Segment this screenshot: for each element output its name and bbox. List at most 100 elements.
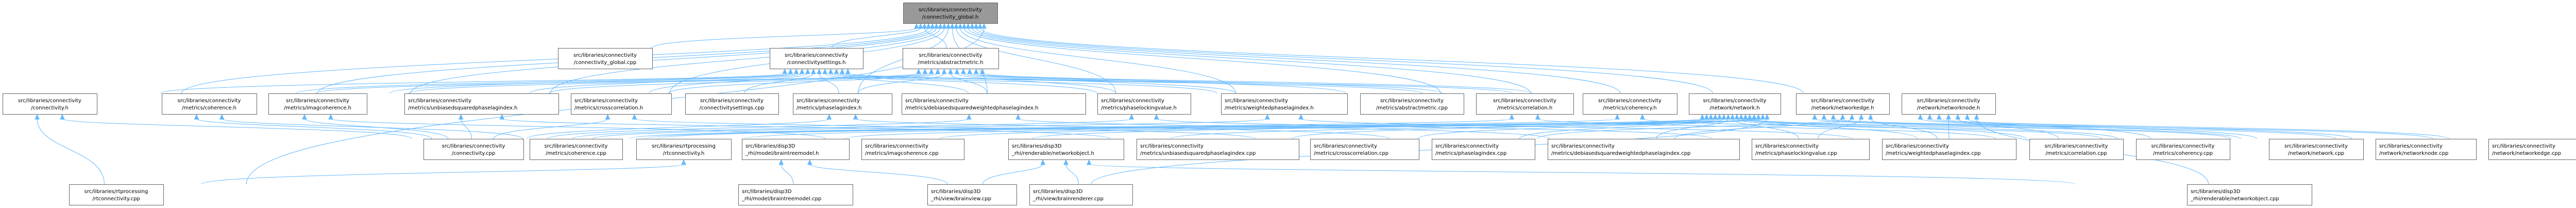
edge-coherency-h-to-global-h bbox=[968, 27, 1531, 94]
graph-node-networknode-h[interactable]: src/libraries/connectivity/network/netwo… bbox=[1902, 93, 1996, 115]
node-label-line: src/libraries/rtprocessing bbox=[84, 189, 148, 195]
arrowhead-icon bbox=[1974, 114, 1979, 120]
arrowhead-icon bbox=[458, 114, 464, 120]
graph-node-coherency-h[interactable]: src/libraries/connectivity/metrics/coher… bbox=[1583, 93, 1677, 115]
edge-connectivity-h-to-global-h bbox=[181, 27, 929, 94]
node-box bbox=[1360, 93, 1464, 115]
arrowhead-icon bbox=[973, 68, 979, 74]
arrowhead-icon bbox=[1840, 114, 1845, 120]
arrowhead-icon bbox=[1927, 114, 1933, 120]
node-box bbox=[2029, 139, 2124, 160]
graph-node-plv-cpp[interactable]: src/libraries/connectivity/metrics/phase… bbox=[1752, 139, 1870, 160]
edge-networkedge-cpp-to-networknode-h bbox=[1939, 118, 2449, 139]
arrowhead-icon bbox=[1615, 114, 1620, 120]
graph-node-crosscorrelation-h[interactable]: src/libraries/connectivity/metrics/cross… bbox=[571, 93, 672, 115]
graph-node-pli-h[interactable]: src/libraries/connectivity/metrics/phase… bbox=[793, 93, 892, 115]
arrowhead-icon bbox=[930, 23, 935, 29]
graph-node-networkobject-cpp[interactable]: src/libraries/disp3D_rhi/renderable/netw… bbox=[2187, 184, 2312, 205]
node-label-line: src/libraries/connectivity bbox=[1811, 98, 1874, 104]
arrowhead-icon bbox=[980, 68, 985, 74]
node-label-line: /connectivitysettings.cpp bbox=[700, 105, 765, 111]
graph-node-braintreemodel-h[interactable]: src/libraries/disp3D_rhi/model/braintree… bbox=[742, 139, 850, 160]
arrowhead-icon bbox=[1765, 114, 1770, 120]
arrowhead-icon bbox=[954, 23, 959, 29]
edge-pli-h-to-settings-h bbox=[819, 73, 839, 94]
graph-node-dswpli-h[interactable]: src/libraries/connectivity/metrics/debia… bbox=[902, 93, 1086, 115]
graph-node-abstractmetric-h[interactable]: src/libraries/connectivity/metrics/abstr… bbox=[903, 48, 999, 69]
edge-coherence-cpp-to-coherence-h bbox=[222, 118, 523, 139]
arrowhead-icon bbox=[950, 23, 955, 29]
graph-node-networkobject-h[interactable]: src/libraries/disp3D_rhi/renderable/netw… bbox=[1008, 139, 1124, 160]
graph-node-wpli-cpp[interactable]: src/libraries/connectivity/metrics/weigh… bbox=[1882, 139, 2016, 160]
graph-node-settings-cpp[interactable]: src/libraries/connectivity/connectivitys… bbox=[685, 93, 779, 115]
node-label-line: /metrics/crosscorrelation.cpp bbox=[1314, 151, 1388, 156]
node-box bbox=[902, 93, 1086, 115]
node-label-line: src/libraries/connectivity bbox=[1140, 143, 1204, 149]
graph-node-networknode-cpp[interactable]: src/libraries/connectivity/network/netwo… bbox=[2376, 139, 2477, 160]
graph-node-crosscorrelation-cpp[interactable]: src/libraries/connectivity/metrics/cross… bbox=[1310, 139, 1419, 160]
graph-node-wpli-h[interactable]: src/libraries/connectivity/metrics/weigh… bbox=[1221, 93, 1348, 115]
edge-connectivity-h-to-settings-h bbox=[160, 73, 785, 94]
graph-node-plv-h[interactable]: src/libraries/connectivity/metrics/phase… bbox=[1097, 93, 1191, 115]
graph-node-rtconnectivity-cpp[interactable]: src/libraries/rtprocessing/rtconnectivit… bbox=[69, 184, 164, 205]
edge-settings-h-to-global-h bbox=[832, 27, 921, 49]
node-box bbox=[558, 48, 653, 69]
arrowhead-icon bbox=[853, 114, 858, 120]
edge-connectivity-cpp-to-crosscorrelation-h bbox=[493, 118, 608, 139]
edge-pli-h-to-abstractmetric-h bbox=[857, 73, 945, 94]
graph-node-imagcoherence-h[interactable]: src/libraries/connectivity/metrics/imagc… bbox=[268, 93, 367, 115]
node-label-line: src/libraries/disp3D bbox=[742, 189, 792, 195]
graph-node-coherency-cpp[interactable]: src/libraries/connectivity/metrics/coher… bbox=[2136, 139, 2230, 160]
arrowhead-icon bbox=[1734, 114, 1739, 120]
node-label-line: src/libraries/connectivity bbox=[919, 53, 982, 58]
graph-node-dswpli-cpp[interactable]: src/libraries/connectivity/metrics/debia… bbox=[1548, 139, 1740, 160]
arrowhead-icon bbox=[935, 68, 940, 74]
edge-network-h-to-global-h bbox=[972, 27, 1621, 94]
graph-node-global-cpp[interactable]: src/libraries/connectivity/connectivity_… bbox=[558, 48, 653, 69]
arrowhead-icon bbox=[1730, 114, 1735, 120]
graph-node-connectivity-cpp[interactable]: src/libraries/connectivity/connectivity.… bbox=[423, 139, 524, 160]
graph-node-abstractmetric-cpp[interactable]: src/libraries/connectivity/metrics/abstr… bbox=[1360, 93, 1464, 115]
node-box bbox=[571, 93, 672, 115]
graph-node-connectivity-h[interactable]: src/libraries/connectivity/connectivity.… bbox=[3, 93, 97, 115]
arrowhead-icon bbox=[1725, 114, 1731, 120]
node-box bbox=[1476, 93, 1574, 115]
graph-node-correlation-cpp[interactable]: src/libraries/connectivity/metrics/corre… bbox=[2029, 139, 2124, 160]
arrowhead-icon bbox=[1831, 114, 1836, 120]
graph-node-networkedge-h[interactable]: src/libraries/connectivity/network/netwo… bbox=[1796, 93, 1890, 115]
node-label-line: src/libraries/disp3D bbox=[745, 143, 795, 149]
graph-node-rtconnectivity-h[interactable]: src/libraries/rtprocessing/rtconnectivit… bbox=[636, 139, 732, 160]
edge-network-cpp-to-networknode-h bbox=[1920, 118, 2257, 139]
node-label-line: src/libraries/connectivity bbox=[1314, 143, 1377, 149]
node-box bbox=[636, 139, 732, 160]
arrowhead-icon bbox=[1743, 114, 1748, 120]
graph-node-brainview-cpp[interactable]: src/libraries/disp3D_rhi/view/brainview.… bbox=[927, 184, 1017, 205]
graph-node-uspli-cpp[interactable]: src/libraries/connectivity/metrics/unbia… bbox=[1137, 139, 1299, 160]
node-label-line: /metrics/phaselockingvalue.cpp bbox=[1755, 151, 1837, 156]
graph-node-imagcoherence-cpp[interactable]: src/libraries/connectivity/metrics/imagc… bbox=[861, 139, 964, 160]
arrowhead-icon bbox=[782, 68, 788, 74]
graph-node-global-h[interactable]: src/libraries/connectivity/connectivity_… bbox=[903, 3, 998, 24]
graph-node-coherence-cpp[interactable]: src/libraries/connectivity/metrics/coher… bbox=[530, 139, 623, 160]
graph-node-pli-cpp[interactable]: src/libraries/connectivity/metrics/phase… bbox=[1432, 139, 1535, 160]
graph-node-settings-h[interactable]: src/libraries/connectivity/connectivitys… bbox=[770, 48, 863, 69]
arrowhead-icon bbox=[302, 114, 307, 120]
edge-brainview-cpp-to-networkobject-h bbox=[982, 164, 1043, 185]
arrowhead-icon bbox=[961, 23, 967, 29]
graph-node-coherence-h[interactable]: src/libraries/connectivity/metrics/coher… bbox=[162, 93, 257, 115]
graph-node-braintreemodel-cpp[interactable]: src/libraries/disp3D_rhi/model/braintree… bbox=[738, 184, 853, 205]
graph-node-uspli-h[interactable]: src/libraries/connectivity/metrics/unbia… bbox=[404, 93, 559, 115]
arrowhead-icon bbox=[970, 23, 975, 29]
arrowhead-icon bbox=[934, 23, 939, 29]
graph-node-correlation-h[interactable]: src/libraries/connectivity/metrics/corre… bbox=[1476, 93, 1574, 115]
arrowhead-icon bbox=[499, 114, 505, 120]
edge-networknode-cpp-to-networknode-h bbox=[1929, 118, 2352, 139]
graph-node-networkedge-cpp[interactable]: src/libraries/connectivity/network/netwo… bbox=[2488, 139, 2576, 160]
arrowhead-icon bbox=[35, 114, 40, 120]
graph-node-network-h[interactable]: src/libraries/connectivity/network/netwo… bbox=[1689, 93, 1781, 115]
graph-node-network-cpp[interactable]: src/libraries/connectivity/network/netwo… bbox=[2269, 139, 2364, 160]
node-label-line: /metrics/debiasedsquaredweightedphaselag… bbox=[1551, 151, 1690, 156]
node-label-line: src/libraries/connectivity bbox=[919, 7, 982, 13]
graph-node-brainrenderer-cpp[interactable]: src/libraries/disp3D_rhi/view/brainrende… bbox=[1029, 184, 1133, 205]
arrowhead-icon bbox=[916, 68, 921, 74]
